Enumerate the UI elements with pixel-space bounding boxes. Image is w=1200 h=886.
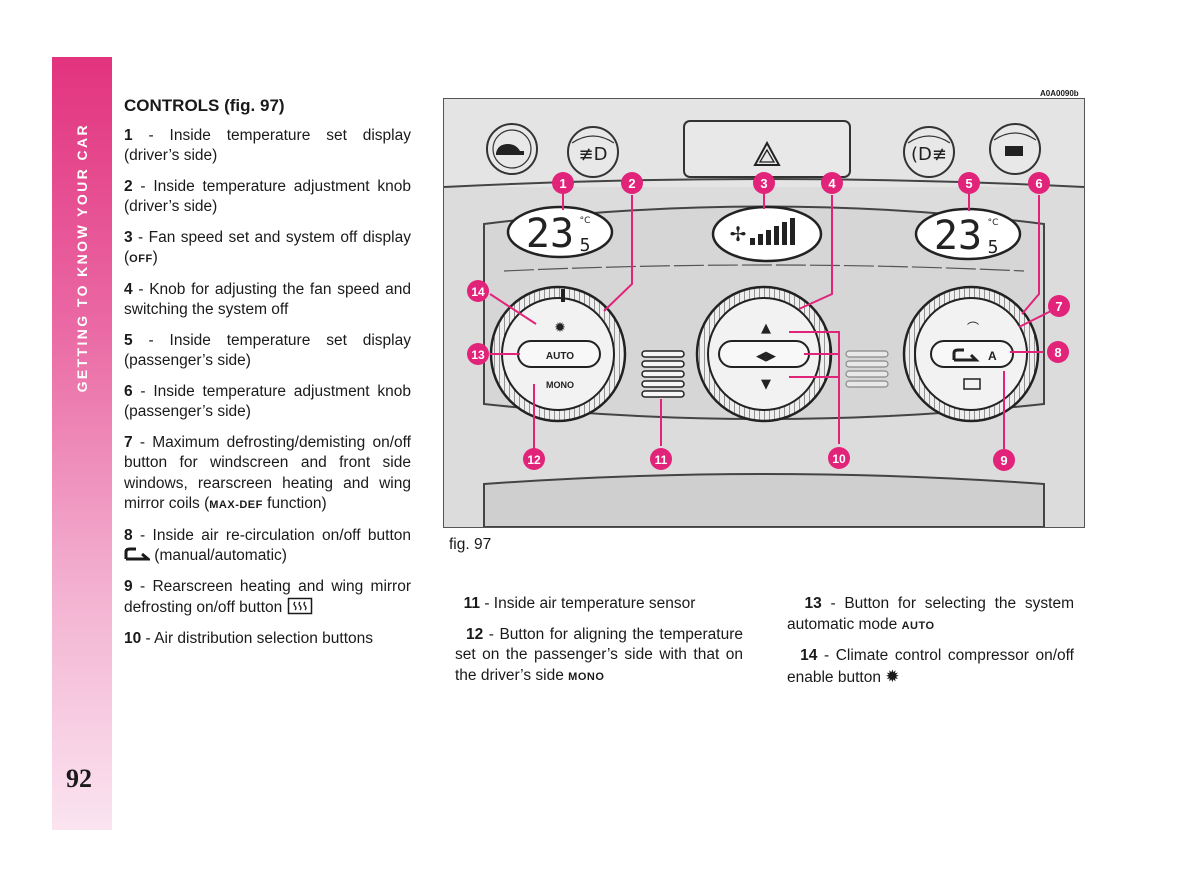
svg-text:◀▶: ◀▶ bbox=[756, 349, 776, 364]
svg-text:▼: ▼ bbox=[761, 377, 771, 392]
callout-9: 9 bbox=[993, 449, 1015, 471]
callout-7: 7 bbox=[1048, 295, 1070, 317]
svg-text:8: 8 bbox=[1054, 345, 1061, 360]
svg-text:6: 6 bbox=[1035, 176, 1042, 191]
callout-3: 3 bbox=[753, 172, 775, 194]
svg-text:1: 1 bbox=[559, 176, 566, 191]
recirculation-icon bbox=[124, 547, 153, 561]
left-column: CONTROLS (fig. 97) 1 - Inside temperatur… bbox=[124, 96, 411, 659]
climate-control-figure: ≢D (D≢ 23 5 °C ✢ bbox=[443, 98, 1085, 528]
compressor-icon: ✹ bbox=[885, 666, 900, 687]
svg-text:MONO: MONO bbox=[546, 380, 574, 390]
svg-text:✹: ✹ bbox=[554, 320, 566, 336]
list-item: 14 - Climate control compressor on/off e… bbox=[787, 647, 1074, 687]
list-item: 6 - Inside temperature adjustment knob (… bbox=[124, 382, 411, 421]
svg-text:▲: ▲ bbox=[761, 321, 771, 336]
list-item: 13 - Button for selecting the system aut… bbox=[787, 595, 1074, 633]
svg-text:A: A bbox=[988, 349, 997, 363]
fan-speed-knob: ▲ ◀▶ ▼ bbox=[695, 285, 833, 423]
callout-13: 13 bbox=[467, 343, 489, 365]
svg-text:5: 5 bbox=[988, 237, 999, 258]
svg-text:23: 23 bbox=[934, 213, 982, 259]
svg-text:≢D: ≢D bbox=[579, 144, 608, 165]
temperature-sensor-grille bbox=[641, 350, 685, 398]
middle-column: 11 - Inside air temperature sensor 12 - … bbox=[455, 594, 743, 697]
svg-text:✢: ✢ bbox=[730, 222, 747, 246]
list-item: 5 - Inside temperature set display (pass… bbox=[124, 331, 411, 370]
hazard-button bbox=[753, 140, 781, 166]
svg-text:23: 23 bbox=[526, 211, 574, 257]
list-item: 12 - Button for aligning the temperature… bbox=[455, 625, 743, 684]
front-fog-button-left: ≢D bbox=[567, 126, 619, 178]
svg-text:12: 12 bbox=[527, 453, 541, 467]
svg-text:13: 13 bbox=[471, 348, 485, 362]
callout-4: 4 bbox=[821, 172, 843, 194]
svg-text:(D≢: (D≢ bbox=[911, 144, 947, 165]
chapter-title: GETTING TO KNOW YOUR CAR bbox=[74, 123, 90, 393]
fan-speed-display: ✢ bbox=[711, 205, 823, 263]
svg-text:2: 2 bbox=[628, 176, 635, 191]
front-fog-button-right: (D≢ bbox=[903, 126, 955, 178]
list-item: 4 - Knob for adjusting the fan speed and… bbox=[124, 280, 411, 319]
chapter-sidebar: GETTING TO KNOW YOUR CAR bbox=[52, 57, 112, 830]
svg-text:10: 10 bbox=[832, 452, 846, 466]
list-item: 1 - Inside temperature set display (driv… bbox=[124, 126, 411, 165]
rear-fog-button bbox=[486, 123, 538, 175]
callout-12: 12 bbox=[523, 448, 545, 470]
door-lock-button bbox=[989, 123, 1041, 175]
figure-caption: fig. 97 bbox=[449, 536, 492, 553]
svg-text:⌒: ⌒ bbox=[967, 321, 979, 335]
svg-text:7: 7 bbox=[1055, 299, 1062, 314]
svg-text:3: 3 bbox=[760, 176, 767, 191]
svg-text:AUTO: AUTO bbox=[546, 351, 574, 362]
callout-6: 6 bbox=[1028, 172, 1050, 194]
list-item: 7 - Maximum defrosting/demisting on/off … bbox=[124, 433, 411, 513]
passenger-temp-display: 23 5 °C bbox=[914, 207, 1022, 261]
callout-14: 14 bbox=[467, 280, 489, 302]
svg-text:°C: °C bbox=[580, 216, 591, 226]
grille-right bbox=[845, 350, 889, 388]
svg-text:5: 5 bbox=[580, 235, 591, 256]
callout-11: 11 bbox=[650, 448, 672, 470]
list-item: 10 - Air distribution selection buttons bbox=[124, 629, 374, 647]
figure-code: A0A0090b bbox=[1040, 89, 1079, 98]
list-item: 9 - Rearscreen heating and wing mirror d… bbox=[124, 577, 411, 617]
svg-text:11: 11 bbox=[655, 453, 668, 467]
list-item: 3 - Fan speed set and system off display… bbox=[124, 228, 411, 267]
climate-panel-drawing: ≢D (D≢ 23 5 °C ✢ bbox=[444, 99, 1084, 527]
driver-temp-knob: AUTO ✹ MONO bbox=[489, 285, 627, 423]
passenger-temp-knob: ⌒ A bbox=[902, 285, 1040, 423]
section-heading: CONTROLS (fig. 97) bbox=[124, 96, 285, 115]
callout-8: 8 bbox=[1047, 341, 1069, 363]
rear-defrost-icon bbox=[287, 597, 312, 615]
page-number: 92 bbox=[66, 764, 92, 793]
callout-10: 10 bbox=[828, 447, 850, 469]
callout-lines bbox=[489, 193, 1060, 449]
svg-text:9: 9 bbox=[1000, 453, 1007, 468]
right-column: 13 - Button for selecting the system aut… bbox=[787, 594, 1074, 698]
svg-text:14: 14 bbox=[471, 285, 485, 299]
svg-text:5: 5 bbox=[965, 176, 972, 191]
list-item: 8 - Inside air re-circulation on/off but… bbox=[124, 526, 411, 565]
callout-5: 5 bbox=[958, 172, 980, 194]
svg-text:°C: °C bbox=[988, 218, 999, 228]
list-item: 11 - Inside air temperature sensor bbox=[463, 595, 696, 612]
callout-2: 2 bbox=[621, 172, 643, 194]
callout-1: 1 bbox=[552, 172, 574, 194]
list-item: 2 - Inside temperature adjustment knob (… bbox=[124, 177, 411, 216]
driver-temp-display: 23 5 °C bbox=[506, 205, 614, 259]
svg-text:4: 4 bbox=[828, 176, 836, 191]
